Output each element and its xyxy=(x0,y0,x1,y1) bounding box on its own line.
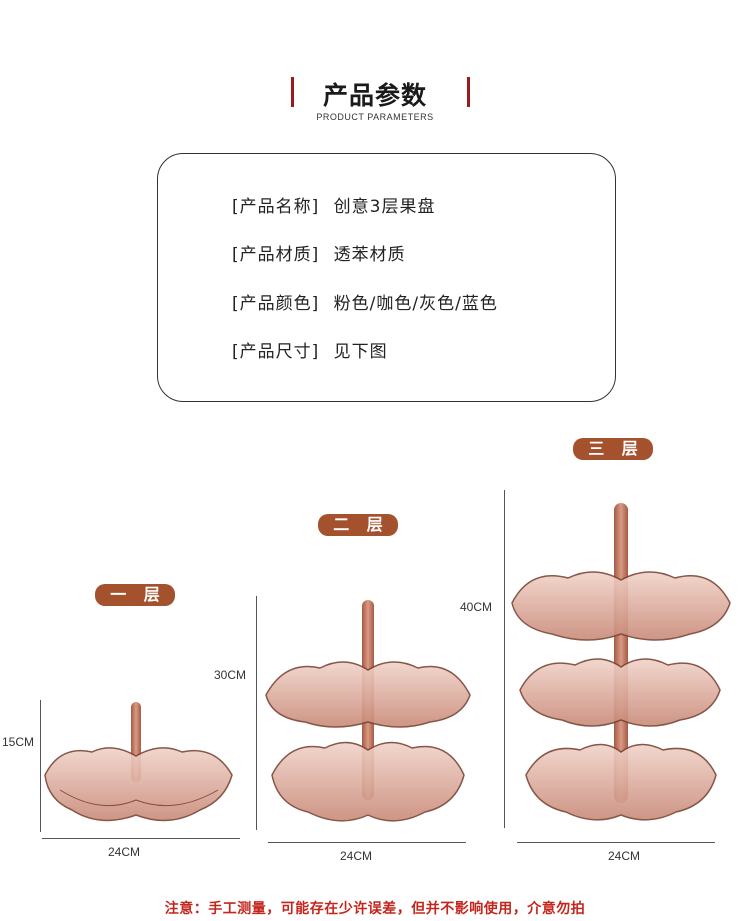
fruit-plate-2-tier xyxy=(265,600,471,822)
title-bar-right xyxy=(467,77,470,107)
tier-label-2: 二 层 xyxy=(318,514,398,536)
param-row-material: [产品材质] 透苯材质 xyxy=(232,240,406,265)
height-line-1 xyxy=(40,700,41,832)
footer-note: 注意：手工测量，可能存在少许误差，但并不影响使用，介意勿拍 xyxy=(164,901,586,917)
fruit-plate-3-tier xyxy=(511,503,731,821)
height-label-1: 15CM xyxy=(2,735,35,749)
param-row-color: [产品颜色] 粉色/咖色/灰色/蓝色 xyxy=(232,289,498,314)
param-value: 创意3层果盘 xyxy=(333,197,436,217)
height-label-3: 40CM xyxy=(460,600,493,614)
tier-label-3: 三 层 xyxy=(573,438,653,460)
width-line-3 xyxy=(517,842,715,843)
width-label-2: 24CM xyxy=(340,849,373,863)
width-label-1: 24CM xyxy=(108,845,141,859)
param-label: [产品材质] xyxy=(232,245,320,265)
param-row-name: [产品名称] 创意3层果盘 xyxy=(232,192,436,217)
param-label: [产品尺寸] xyxy=(232,342,320,362)
width-line-2 xyxy=(268,842,466,843)
tier-label-1: 一 层 xyxy=(95,584,175,606)
width-label-3: 24CM xyxy=(608,849,641,863)
param-row-size: [产品尺寸] 见下图 xyxy=(232,337,388,362)
height-line-2 xyxy=(256,596,257,830)
page-title: 产品参数 xyxy=(322,81,427,110)
param-label: [产品颜色] xyxy=(232,294,320,314)
param-value: 粉色/咖色/灰色/蓝色 xyxy=(333,294,498,314)
param-label: [产品名称] xyxy=(232,197,320,217)
height-label-2: 30CM xyxy=(214,668,247,682)
page-subtitle: PRODUCT PARAMETERS xyxy=(316,112,434,122)
parameters-panel xyxy=(157,153,616,402)
title-bar-left xyxy=(291,77,294,107)
width-line-1 xyxy=(42,838,240,839)
fruit-plate-1-tier xyxy=(44,702,233,822)
height-line-3 xyxy=(504,490,505,828)
param-value: 透苯材质 xyxy=(333,245,406,265)
param-value: 见下图 xyxy=(333,342,388,362)
